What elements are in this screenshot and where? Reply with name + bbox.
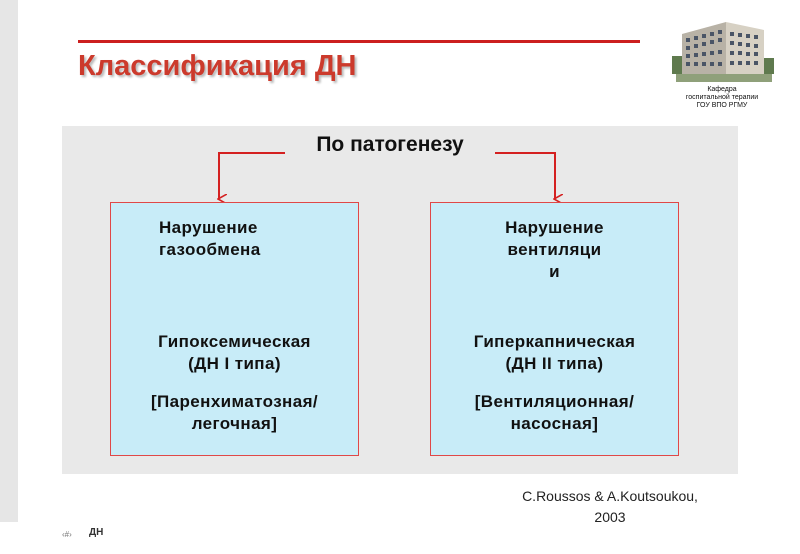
slide-number: ‹#› (62, 530, 72, 539)
title-rule (78, 40, 640, 43)
mechanism-label: [Вентиляционная/ насосная] (474, 392, 635, 433)
logo-caption-line: ГОУ ВПО РГМУ (696, 102, 748, 109)
logo-caption-line: госпитальной терапии (685, 94, 759, 101)
mechanism-label: [Паренхиматозная/ легочная] (150, 392, 319, 433)
failure-type-label: Гипоксемическая (ДН I типа) (158, 332, 311, 373)
citation: C.Roussos & A.Koutsoukou, 2003 (522, 488, 698, 525)
logo-caption: Кафедра госпитальной терапии ГОУ ВПО РГМ… (668, 86, 776, 110)
gas-exchange-box: Нарушение газообмена Гипоксемическая (ДН… (110, 202, 359, 456)
diagram-heading: По патогенезу (285, 133, 495, 157)
footer-label: ДН (89, 527, 104, 538)
slide-title: Классификация ДН (78, 50, 357, 82)
failure-type-label: Гиперкапническая (ДН II типа) (473, 332, 636, 373)
left-margin-strip (0, 0, 18, 522)
ventilation-box: Нарушение вентиляци и Гиперкапническая (… (430, 202, 679, 456)
disorder-label: Нарушение вентиляци и (505, 218, 604, 281)
logo-caption-line: Кафедра (707, 86, 737, 93)
building-image (668, 16, 776, 86)
department-logo: Кафедра госпитальной терапии ГОУ ВПО РГМ… (668, 16, 776, 112)
arrow-to-right-box (493, 152, 555, 199)
disorder-label: Нарушение газообмена (159, 218, 261, 259)
arrow-to-left-box (219, 152, 290, 199)
